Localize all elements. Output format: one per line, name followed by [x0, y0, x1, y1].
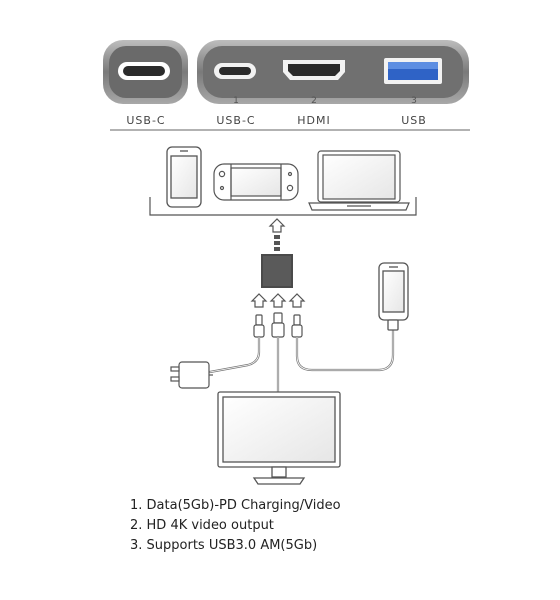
adapter-hub-icon [261, 254, 293, 288]
hdmi-port [283, 60, 345, 80]
port-number-3: 3 [411, 96, 417, 106]
phone-icon [378, 262, 409, 331]
port-label-usb-c-output: USB-C [216, 114, 256, 127]
usb-c-input-port [118, 62, 170, 80]
power-charger-icon [170, 361, 213, 389]
hub-input-side [103, 40, 188, 104]
port-label-hdmi: HDMI [297, 114, 331, 127]
laptop-icon [308, 150, 410, 211]
port-number-1: 1 [233, 96, 239, 106]
monitor-icon [217, 391, 341, 485]
usb-a-port [384, 58, 442, 84]
feature-item-3: 3. Supports USB3.0 AM(5Gb) [130, 538, 318, 553]
port-label-usb-c-input: USB-C [126, 114, 166, 127]
port-number-2: 2 [311, 96, 317, 106]
feature-item-2: 2. HD 4K video output [130, 518, 274, 533]
feature-list: 1. Data(5Gb)-PD Charging/Video 2. HD 4K … [130, 496, 341, 556]
arrow-up-icon [268, 218, 286, 233]
arrow-up-icon [269, 293, 287, 308]
arrow-up-icon [288, 293, 306, 308]
arrow-up-icon [250, 293, 268, 308]
cables [208, 328, 395, 394]
feature-item-1: 1. Data(5Gb)-PD Charging/Video [130, 498, 341, 513]
port-label-usb: USB [401, 114, 427, 127]
usb-c-output-port [214, 63, 256, 79]
hub-output-side [197, 40, 469, 104]
cables-inner [209, 329, 394, 393]
input-arrows [250, 293, 306, 308]
game-console-icon [213, 163, 299, 201]
connector-plugs [253, 312, 303, 338]
adapter-top-connector [274, 235, 280, 251]
phone-icon [166, 146, 202, 208]
device-tray [149, 197, 417, 216]
